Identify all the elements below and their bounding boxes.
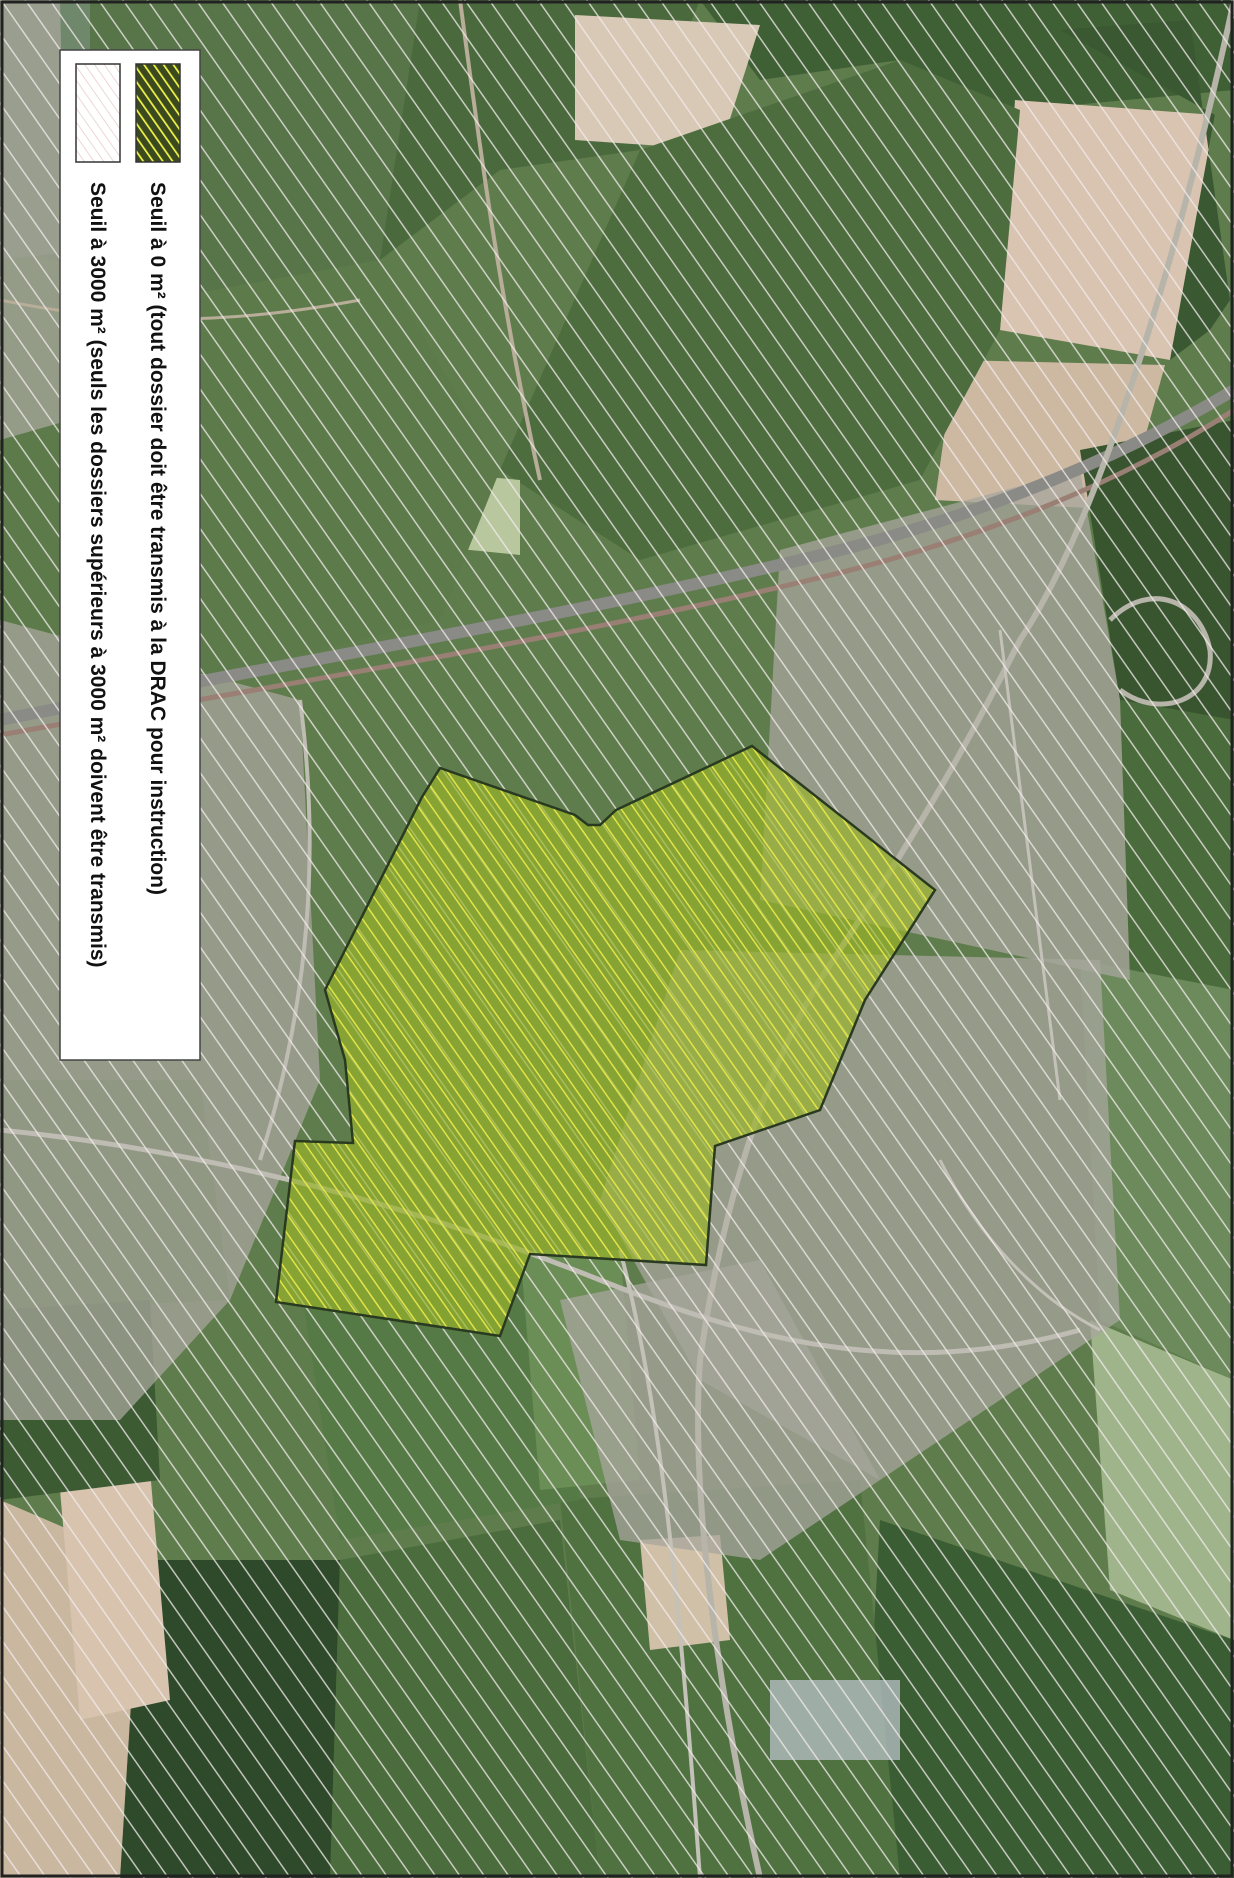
threshold-0-zone[interactable]: [274, 744, 937, 1338]
legend-label-threshold-3000: Seuil à 3000 m² (seuls les dossiers supé…: [86, 182, 109, 968]
legend-label-threshold-0: Seuil à 0 m² (tout dossier doit être tra…: [146, 182, 169, 895]
zone-hatch: [276, 746, 935, 1336]
legend-swatch-white: [75, 63, 121, 163]
legend-box: [59, 49, 201, 1061]
legend: Seuil à 0 m² (tout dossier doit être tra…: [59, 49, 201, 1061]
zone-outline: [274, 744, 937, 1338]
legend-swatch-yellow: [135, 63, 181, 163]
